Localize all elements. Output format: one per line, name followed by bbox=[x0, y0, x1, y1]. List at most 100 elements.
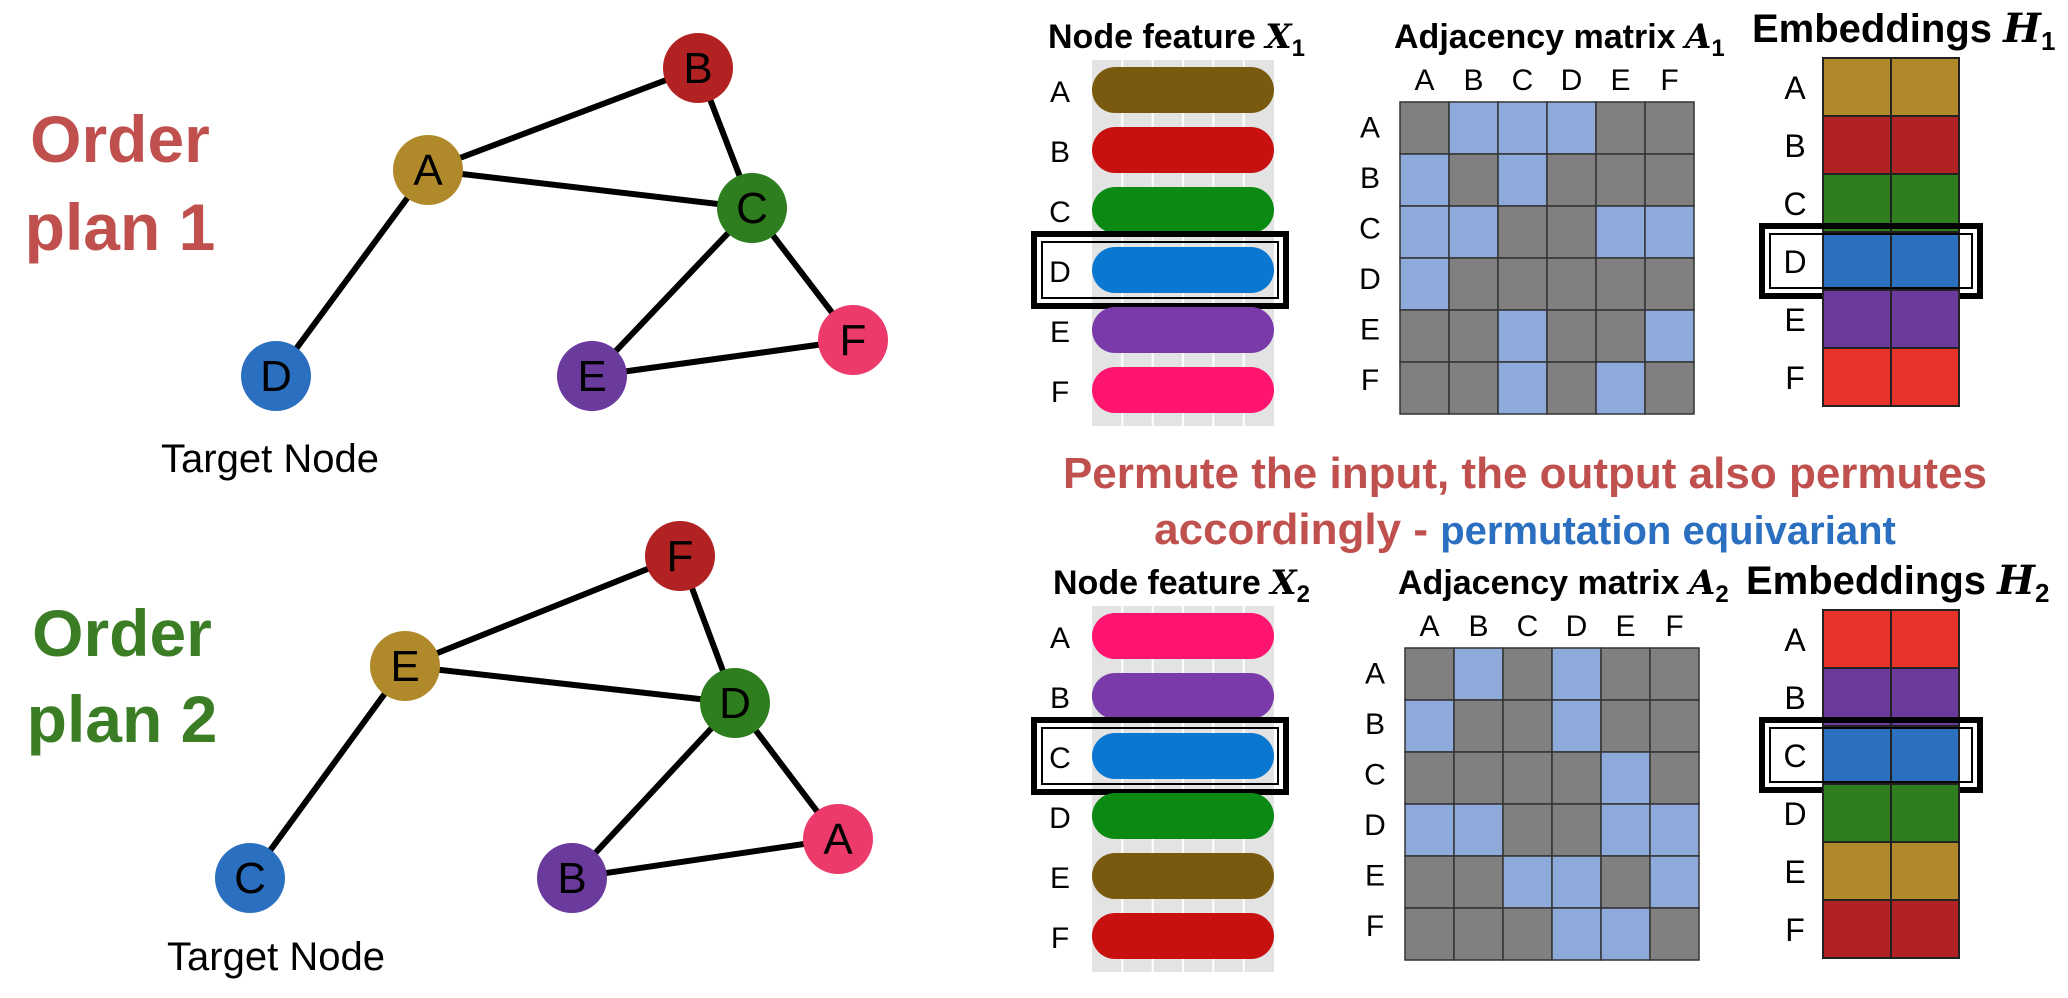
adj-cell-FC bbox=[1502, 907, 1553, 961]
feature-highlight-outer bbox=[1031, 231, 1289, 309]
node-circle-C bbox=[215, 843, 285, 913]
adj-cell-DC bbox=[1502, 803, 1553, 857]
feature-bar-E bbox=[1092, 307, 1274, 353]
feature-bar-B bbox=[1092, 673, 1274, 719]
adj-cell-FE bbox=[1600, 907, 1651, 961]
node-E: E bbox=[370, 631, 440, 701]
emb-row-label-E: E bbox=[1784, 854, 1805, 890]
node-B: B bbox=[663, 33, 733, 103]
adj-col-label-A: A bbox=[1414, 64, 1434, 97]
adj-cell-DD bbox=[1551, 803, 1602, 857]
adj-row-label-B: B bbox=[1365, 708, 1385, 741]
emb-row-label-C: C bbox=[1783, 186, 1806, 222]
feature-row-label-A: A bbox=[1050, 76, 1070, 109]
emb-cell-E-1 bbox=[1890, 289, 1960, 349]
adj-row-label-E: E bbox=[1365, 860, 1385, 893]
adj-cell-FA bbox=[1404, 907, 1455, 961]
adj-cell-CB bbox=[1448, 205, 1499, 259]
node-circle-A bbox=[393, 135, 463, 205]
adj-col-label-B: B bbox=[1463, 64, 1483, 97]
adj-cell-CE bbox=[1595, 205, 1646, 259]
plan2-title-line1: Order bbox=[32, 596, 212, 670]
emb-cell-A-0 bbox=[1822, 57, 1892, 117]
emb-cell-E-1 bbox=[1890, 841, 1960, 901]
feature-bar-D bbox=[1092, 247, 1274, 293]
edge-E-C bbox=[247, 664, 408, 880]
adj-cell-CD bbox=[1546, 205, 1597, 259]
adj-cell-EB bbox=[1453, 855, 1504, 909]
emb-cell-A-0 bbox=[1822, 609, 1892, 669]
emb-cell-A-1 bbox=[1890, 609, 1960, 669]
adj-cell-CA bbox=[1399, 205, 1450, 259]
adj-cell-DA bbox=[1404, 803, 1455, 857]
adj-cell-DA bbox=[1399, 257, 1450, 311]
adj-cell-FB bbox=[1453, 907, 1504, 961]
adj-cell-FD bbox=[1546, 361, 1597, 415]
feature-bar-A bbox=[1092, 613, 1274, 659]
emb-cell-F-0 bbox=[1822, 347, 1892, 407]
adj-cell-BC bbox=[1497, 153, 1548, 207]
plan2-feature-title: Node feature X2 bbox=[1053, 563, 1310, 608]
adj-cell-CF bbox=[1649, 751, 1700, 805]
adj-cell-BF bbox=[1644, 153, 1695, 207]
adj-row-label-D: D bbox=[1364, 809, 1386, 842]
node-circle-E bbox=[557, 341, 627, 411]
adj-col-label-F: F bbox=[1665, 610, 1683, 643]
emb-row-label-D: D bbox=[1783, 244, 1806, 280]
plan2-adjacency-title: Adjacency matrix A2 bbox=[1398, 563, 1729, 608]
adj-cell-AA bbox=[1399, 101, 1450, 155]
adj-row-label-A: A bbox=[1365, 658, 1385, 691]
adj-cell-BB bbox=[1453, 699, 1504, 753]
adj-cell-FC bbox=[1497, 361, 1548, 415]
adj-cell-BE bbox=[1600, 699, 1651, 753]
adj-cell-AF bbox=[1649, 647, 1700, 701]
plan1-title-line2: plan 1 bbox=[25, 190, 216, 264]
node-circle-D bbox=[241, 341, 311, 411]
adj-cell-BA bbox=[1404, 699, 1455, 753]
node-C: C bbox=[215, 843, 285, 913]
adj-cell-FF bbox=[1649, 907, 1700, 961]
adj-cell-EE bbox=[1600, 855, 1651, 909]
equivariance-message: Permute the input, the output also permu… bbox=[1063, 449, 1987, 554]
emb-cell-D-0 bbox=[1822, 783, 1892, 843]
adj-cell-DE bbox=[1600, 803, 1651, 857]
adj-cell-AC bbox=[1497, 101, 1548, 155]
node-circle-F bbox=[818, 305, 888, 375]
adj-row-label-F: F bbox=[1366, 910, 1384, 943]
plan1-adjacency-title: Adjacency matrix A1 bbox=[1394, 17, 1725, 62]
node-circle-A bbox=[803, 804, 873, 874]
adj-cell-CC bbox=[1502, 751, 1553, 805]
feature-bar-A bbox=[1092, 67, 1274, 113]
adj-cell-DF bbox=[1644, 257, 1695, 311]
feature-bar-E bbox=[1092, 853, 1274, 899]
adj-cell-BB bbox=[1448, 153, 1499, 207]
adj-cell-DC bbox=[1497, 257, 1548, 311]
node-label-D: D bbox=[260, 352, 292, 401]
adj-cell-CE bbox=[1600, 751, 1651, 805]
adj-col-label-B: B bbox=[1468, 610, 1488, 643]
feature-bar-C bbox=[1092, 187, 1274, 233]
edge-B-A bbox=[571, 836, 839, 881]
plan2-embeddings-title: Embeddings H2 bbox=[1746, 557, 2049, 608]
emb-cell-B-1 bbox=[1890, 667, 1960, 727]
edge-E-F bbox=[591, 337, 854, 379]
node-C: C bbox=[717, 173, 787, 243]
feature-row-label-A: A bbox=[1050, 622, 1070, 655]
adj-row-label-C: C bbox=[1364, 759, 1386, 792]
message-line1: Permute the input, the output also permu… bbox=[1063, 449, 1987, 498]
emb-highlight-inner bbox=[1769, 727, 1973, 783]
adj-cell-FE bbox=[1595, 361, 1646, 415]
adj-cell-EF bbox=[1649, 855, 1700, 909]
node-D: D bbox=[700, 668, 770, 738]
adj-cell-EC bbox=[1497, 309, 1548, 363]
emb-cell-C-1 bbox=[1890, 725, 1960, 785]
adj-row-label-C: C bbox=[1359, 213, 1381, 246]
edge-D-B bbox=[569, 700, 738, 881]
message-line2: accordingly - permutation equivariant bbox=[1154, 505, 1896, 554]
node-circle-C bbox=[717, 173, 787, 243]
adj-cell-DF bbox=[1649, 803, 1700, 857]
